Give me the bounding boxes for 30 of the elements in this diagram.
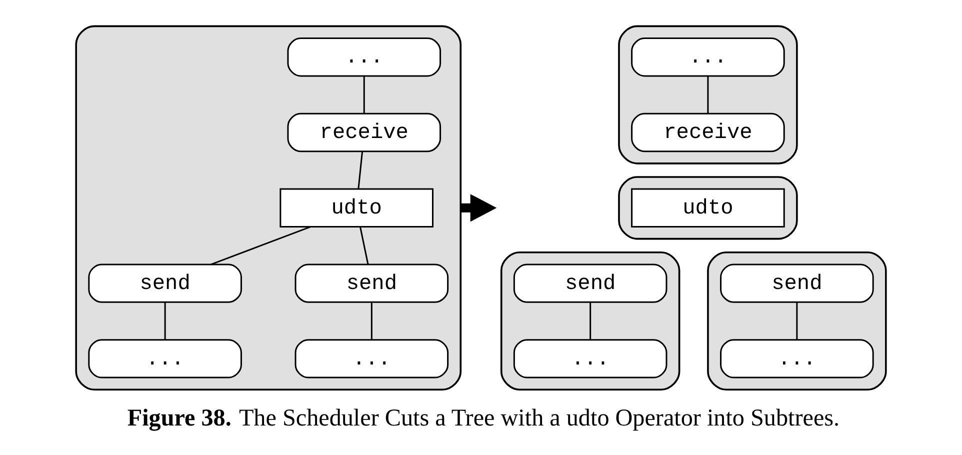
cluster bbox=[75, 25, 462, 391]
cluster bbox=[618, 25, 798, 164]
node-box: ... bbox=[287, 37, 442, 77]
node-box: receive bbox=[631, 112, 785, 152]
node-box: send bbox=[513, 264, 668, 303]
connector bbox=[360, 226, 369, 265]
connector bbox=[363, 76, 365, 114]
node-box: ... bbox=[294, 339, 449, 378]
caption: Figure 38. The Scheduler Cuts a Tree with a udto Operator into Subtrees. bbox=[127, 406, 840, 432]
node-box: udto bbox=[280, 188, 434, 228]
node-box: ... bbox=[720, 339, 874, 378]
node-box: ... bbox=[88, 339, 242, 378]
cluster bbox=[500, 251, 680, 391]
connector bbox=[707, 76, 709, 114]
node-box: send bbox=[294, 264, 449, 303]
connector bbox=[164, 302, 166, 340]
node-box: udto bbox=[631, 188, 785, 228]
connector bbox=[370, 302, 372, 340]
connector bbox=[796, 302, 798, 340]
node-box: receive bbox=[287, 112, 442, 152]
cluster bbox=[618, 176, 798, 240]
node-box: ... bbox=[513, 339, 668, 378]
node-box: send bbox=[720, 264, 874, 303]
connector bbox=[358, 151, 364, 190]
arrow bbox=[460, 194, 497, 222]
node-box: send bbox=[88, 264, 242, 303]
cluster bbox=[707, 251, 887, 391]
connector bbox=[590, 302, 592, 340]
node-box: ... bbox=[631, 37, 785, 77]
connector bbox=[210, 226, 310, 266]
